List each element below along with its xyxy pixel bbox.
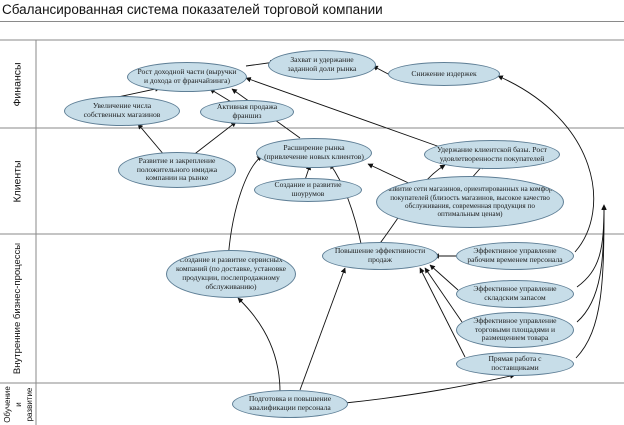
- causal-arrows: [117, 59, 607, 404]
- node-suppliers: Прямая работа с поставщиками: [456, 352, 574, 376]
- node-sales-efficiency: Повышение эффективности продаж: [322, 242, 438, 270]
- band-label-processes: Внутренние бизнес-процессы: [12, 242, 24, 375]
- node-market-expansion: Расширение рынка (привлечение новых клие…: [256, 138, 372, 168]
- arrow-training-to-suppliers: [344, 373, 516, 404]
- band-label-finance: Финансы: [11, 61, 24, 107]
- diagram-title: Сбалансированная система показателей тор…: [0, 0, 624, 22]
- node-cost-reduction: Снижение издержек: [388, 62, 500, 86]
- node-revenue-growth: Рост доходной части (выручки и дохода от…: [127, 62, 247, 92]
- node-more-stores: Увеличение числа собственных магазинов: [64, 96, 180, 126]
- node-brand-image: Развитие и закрепление положительного им…: [118, 152, 236, 188]
- band-grid: [0, 39, 624, 425]
- arrow-training-to-service: [237, 297, 281, 393]
- arrow-retail-to-efficiency: [424, 267, 463, 323]
- arrow-warehouse-to-efficiency: [429, 264, 459, 291]
- node-warehouse: Эффективное управление складским запасом: [456, 280, 574, 308]
- arrow-training-to-efficiency: [299, 267, 346, 391]
- node-franchise-sales: Активная продажа франшиз: [200, 100, 294, 124]
- node-staff-training: Подготовка и повышение квалификации перс…: [232, 390, 348, 418]
- arrow-worktime-to-cost: [497, 75, 595, 253]
- arrow-retention-to-revenue: [245, 77, 441, 148]
- arrow-image-to-stores: [137, 123, 166, 157]
- node-store-network: Развитие сети магазинов, ориентированных…: [376, 176, 564, 228]
- band-label-learning: Обучение и развитие: [2, 385, 34, 423]
- node-showrooms: Создание и развитие шоурумов: [254, 178, 362, 202]
- arrow-suppliers-to-cost: [575, 204, 607, 359]
- arrow-efficiency-to-expansion: [329, 163, 363, 249]
- node-service-companies: Создание и развитие сервисных компаний (…: [166, 250, 296, 298]
- node-client-retention: Удержание клиентской базы. Рост удовлетв…: [424, 140, 560, 169]
- arrow-suppliers-to-efficiency: [419, 267, 466, 358]
- arrow-service-to-expansion: [227, 155, 263, 261]
- node-work-time: Эффективное управление рабочим временем …: [456, 242, 574, 270]
- band-label-clients: Клиенты: [11, 159, 24, 203]
- node-capture-share: Захват и удержание заданной доли рынка: [268, 50, 376, 80]
- node-retail-space: Эффективное управление торговыми площадя…: [456, 312, 574, 348]
- arrow-image-to-franchise: [191, 121, 237, 157]
